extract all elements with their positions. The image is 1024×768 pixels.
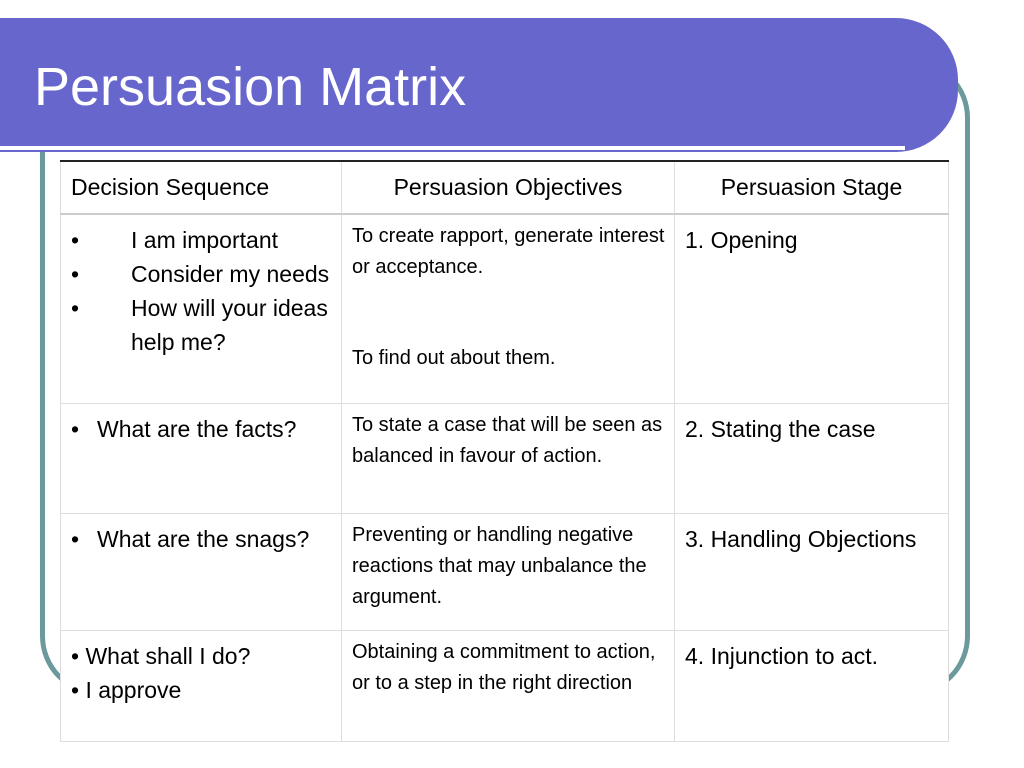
objective-cell: To create rapport, generate interest or …	[341, 213, 675, 404]
stage-text: 3. Handling Objections	[685, 526, 917, 552]
bullet-icon: •	[71, 526, 80, 552]
stage-text: 4. Injunction to act.	[685, 643, 879, 669]
objective-text: To state a case that will be seen as bal…	[352, 414, 663, 467]
objective-cell: To state a case that will be seen as bal…	[341, 403, 675, 514]
objective-cell: Preventing or handling negative reaction…	[341, 513, 675, 631]
decision-list: • What shall I do? • I approve	[61, 631, 341, 707]
stage-cell: 2. Stating the case	[674, 403, 949, 514]
title-bar: Persuasion Matrix	[0, 18, 958, 152]
decision-sequence-cell: • What are the facts?	[60, 403, 342, 514]
table-row: • What shall I do? • I approve Obtaining…	[60, 630, 949, 742]
header-persuasion-stage: Persuasion Stage	[674, 160, 949, 215]
decision-sequence-cell: • What are the snags?	[60, 513, 342, 631]
objective-text: Preventing or handling negative reaction…	[352, 524, 647, 608]
bullet-icon: •	[71, 416, 80, 442]
decision-list: • What are the facts?	[61, 404, 341, 446]
list-item: • I approve	[71, 677, 182, 703]
list-item-text: How will your ideas help me?	[131, 295, 328, 355]
list-item-text: What are the snags?	[97, 526, 310, 552]
list-item: • What are the snags?	[71, 522, 341, 556]
header-decision-sequence: Decision Sequence	[60, 160, 342, 215]
list-item: • How will your ideas help me?	[71, 291, 341, 359]
title-underline	[0, 146, 905, 150]
bullet-icon: •	[71, 261, 80, 287]
header-persuasion-objectives: Persuasion Objectives	[341, 160, 675, 215]
stage-text: 1. Opening	[685, 227, 798, 253]
persuasion-matrix-table: Decision Sequence Persuasion Objectives …	[60, 160, 949, 742]
spacer	[352, 283, 666, 343]
list-item-text: What are the facts?	[97, 416, 297, 442]
decision-list: • What are the snags?	[61, 514, 341, 556]
list-item-text: I am important	[131, 227, 278, 253]
bullet-icon: •	[71, 295, 80, 321]
bullet-icon: •	[71, 227, 80, 253]
decision-sequence-cell: • I am important • Consider my needs • How …	[60, 213, 342, 404]
objective-cell: Obtaining a commitment to action, or to …	[341, 630, 675, 742]
page-title: Persuasion Matrix	[34, 57, 467, 117]
table-header-row: Decision Sequence Persuasion Objectives …	[60, 160, 949, 215]
stage-cell: 1. Opening	[674, 213, 949, 404]
table-row: • What are the snags? Preventing or handl…	[60, 513, 949, 631]
stage-cell: 4. Injunction to act.	[674, 630, 949, 742]
stage-text: 2. Stating the case	[685, 416, 876, 442]
decision-sequence-cell: • What shall I do? • I approve	[60, 630, 342, 742]
list-item: • I am important	[71, 223, 341, 257]
table-row: • I am important • Consider my needs • How …	[60, 213, 949, 404]
list-item-text: Consider my needs	[131, 261, 330, 287]
list-item: • What are the facts?	[71, 412, 341, 446]
table-row: • What are the facts? To state a case tha…	[60, 403, 949, 514]
list-item: • What shall I do?	[71, 643, 251, 669]
objective-text: Obtaining a commitment to action, or to …	[352, 641, 656, 694]
decision-list: • I am important • Consider my needs • How …	[61, 215, 341, 359]
objective-text: To find out about them.	[352, 347, 556, 369]
objective-text: To create rapport, generate interest or …	[352, 225, 665, 278]
list-item: • Consider my needs	[71, 257, 341, 291]
stage-cell: 3. Handling Objections	[674, 513, 949, 631]
